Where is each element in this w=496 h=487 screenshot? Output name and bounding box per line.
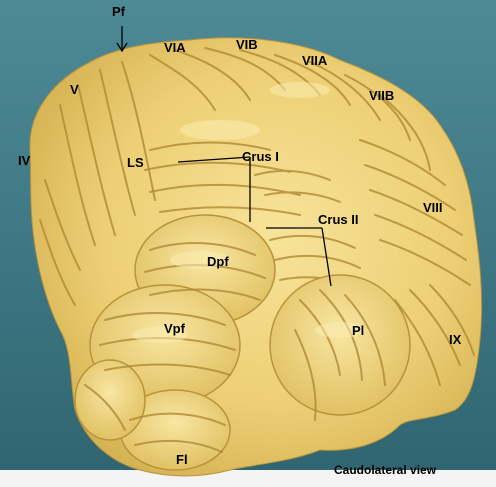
- label-v: V: [70, 82, 79, 97]
- annotation-lines: [116, 26, 332, 287]
- label-viib: VIIB: [369, 88, 395, 103]
- label-vib: VIB: [236, 37, 258, 52]
- crus1-line-ls: [177, 156, 251, 163]
- label-pl: Pl: [352, 323, 365, 338]
- label-vpf: Vpf: [164, 321, 185, 336]
- label-fl: Fl: [176, 452, 188, 467]
- pf-arrow-head: [116, 42, 128, 53]
- label-pf: Pf: [112, 4, 125, 19]
- label-via: VIA: [164, 40, 186, 55]
- label-crus2: Crus II: [318, 212, 359, 227]
- label-ix: IX: [449, 332, 462, 347]
- caption-view: Caudolateral view: [334, 463, 437, 477]
- label-viia: VIIA: [302, 53, 328, 68]
- folia-right: [359, 139, 475, 386]
- label-crus1: Crus I: [242, 149, 279, 164]
- paraflocculus: [74, 214, 411, 471]
- label-ls: LS: [127, 155, 144, 170]
- white-bottom-band: [0, 470, 496, 487]
- highlights: [132, 82, 365, 343]
- folia-upper: [39, 47, 431, 306]
- label-iv: IV: [18, 153, 31, 168]
- crus2-line-down: [321, 227, 332, 287]
- label-dpf: Dpf: [207, 254, 229, 269]
- label-viii: VIII: [423, 200, 443, 215]
